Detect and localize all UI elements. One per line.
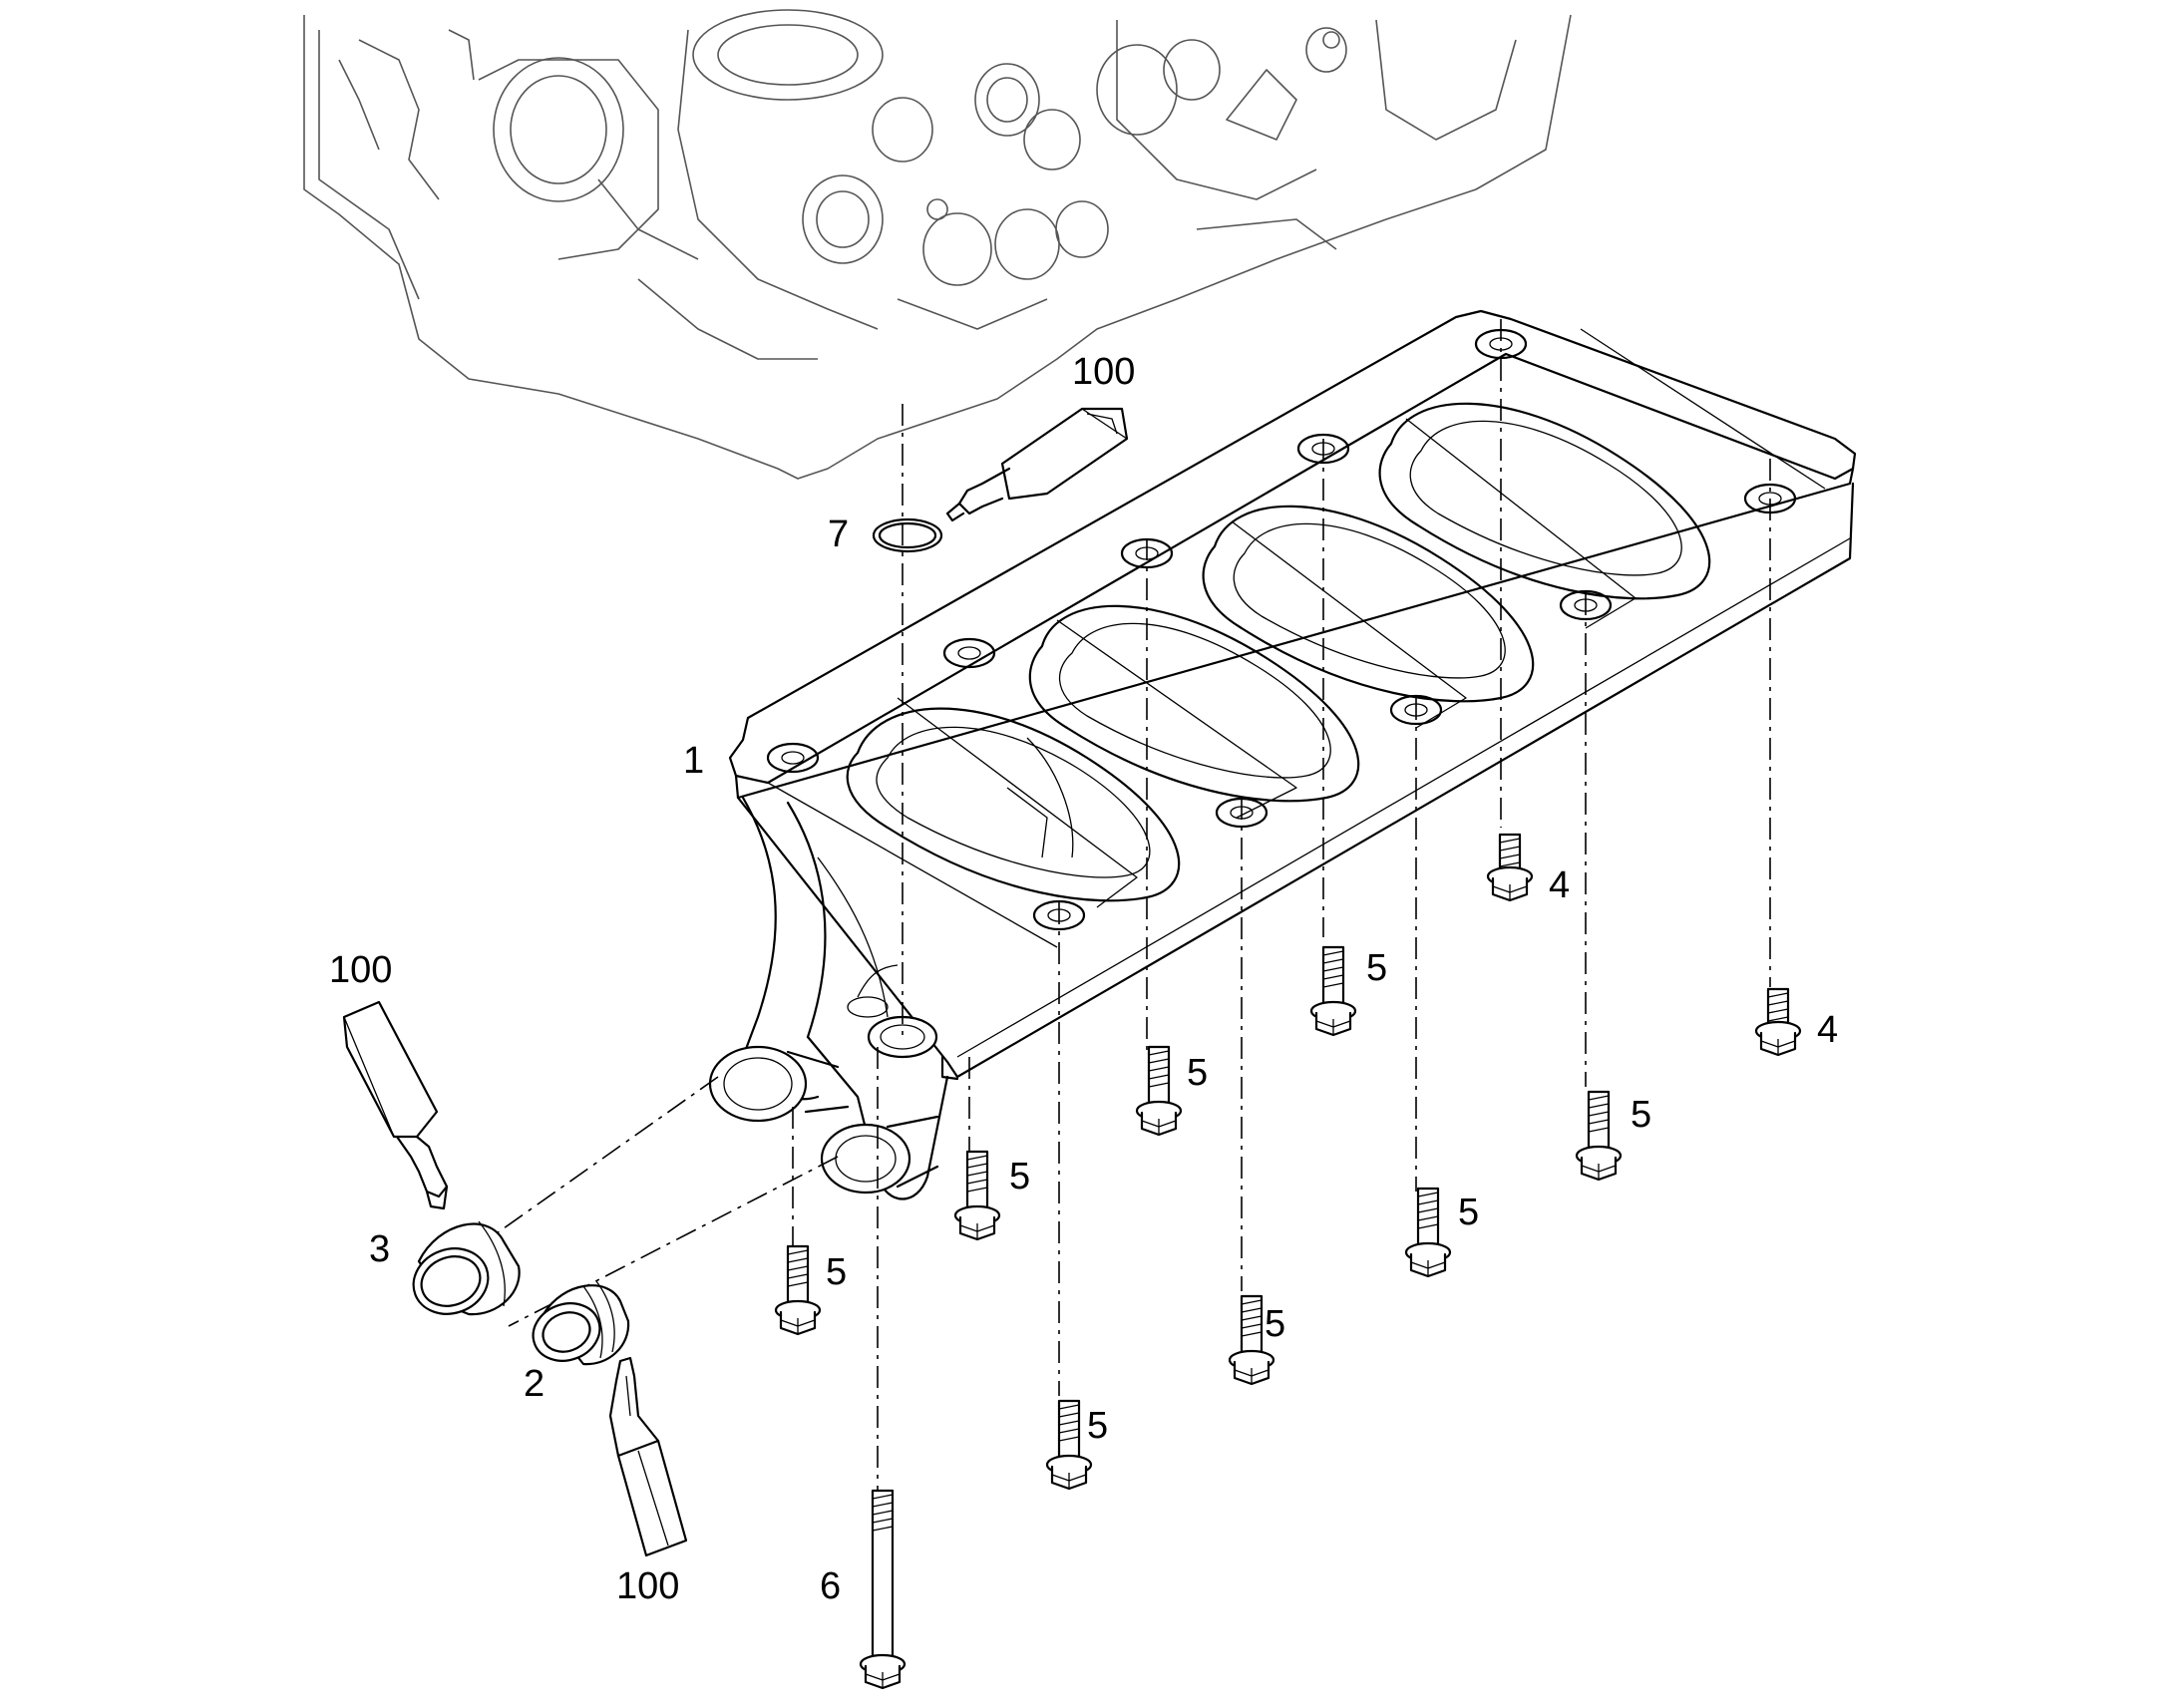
seal-ring-part-7 xyxy=(872,517,943,553)
bed-plate-part-1 xyxy=(708,309,1857,1200)
sealant-tube-top xyxy=(945,407,1129,522)
callout-part-5-h: 5 xyxy=(1087,1405,1108,1447)
callout-part-3: 3 xyxy=(369,1228,390,1270)
bolt-5-h xyxy=(1045,1399,1093,1491)
bolt-5-b xyxy=(1135,1045,1183,1137)
sleeve-part-2 xyxy=(532,1280,630,1366)
bolt-6-long xyxy=(859,1489,907,1690)
callout-part-2: 2 xyxy=(524,1363,545,1405)
bolt-5-d xyxy=(953,1150,1001,1241)
oval-opening-2 xyxy=(1028,604,1360,803)
bolt-4-a xyxy=(1486,833,1534,902)
bracket-pipe-small xyxy=(820,1115,939,1195)
sealant-tube-bottom xyxy=(608,1356,688,1557)
callout-part-5-d: 5 xyxy=(1009,1156,1030,1197)
callout-part-5-c: 5 xyxy=(1631,1094,1651,1136)
callout-sealant-left: 100 xyxy=(329,949,392,991)
callout-part-4-a: 4 xyxy=(1549,864,1570,906)
bolt-4-b xyxy=(1754,987,1802,1057)
bolt-5-a xyxy=(1309,945,1357,1037)
bolt-5-c xyxy=(1575,1090,1623,1182)
callout-labels: 1 7 100 100 100 3 2 4 4 5 5 5 5 5 5 5 5 … xyxy=(329,351,1838,1607)
engine-block xyxy=(303,9,1572,480)
callout-part-1: 1 xyxy=(683,740,704,782)
callout-part-7: 7 xyxy=(828,513,849,555)
callout-part-5-e: 5 xyxy=(1458,1192,1479,1233)
callout-part-5-b: 5 xyxy=(1187,1052,1208,1094)
callout-part-5-a: 5 xyxy=(1366,947,1387,989)
callout-part-5-f: 5 xyxy=(826,1251,847,1293)
callout-part-5-g: 5 xyxy=(1265,1303,1285,1345)
oval-opening-3 xyxy=(1202,505,1535,703)
oval-opening-1 xyxy=(846,707,1181,902)
callout-part-4-b: 4 xyxy=(1817,1009,1838,1051)
callout-part-6: 6 xyxy=(820,1565,841,1607)
bolt-5-f xyxy=(774,1244,822,1336)
bracket-pipe-large xyxy=(708,1045,850,1123)
sleeve-part-3 xyxy=(412,1220,521,1316)
bolt-5-e xyxy=(1404,1187,1452,1278)
sealant-tube-left xyxy=(342,1000,449,1210)
callout-sealant-top: 100 xyxy=(1072,351,1135,393)
assembly-centerlines xyxy=(428,319,1771,1501)
callout-sealant-bottom: 100 xyxy=(616,1565,679,1607)
